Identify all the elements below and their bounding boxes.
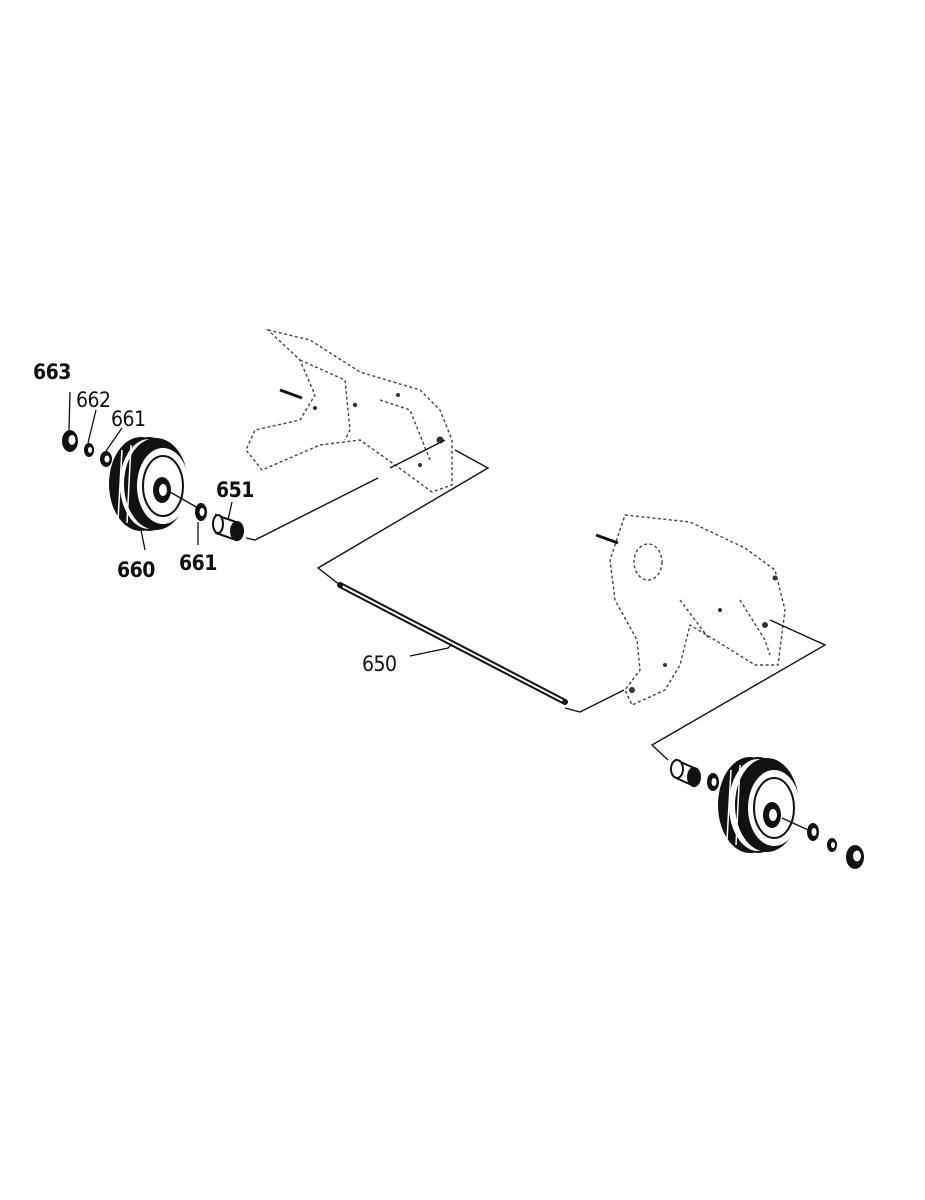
washer-icon bbox=[195, 503, 207, 521]
left-frame-bracket bbox=[245, 328, 453, 493]
bushing-icon bbox=[212, 513, 244, 542]
right-frame-bracket bbox=[595, 514, 786, 706]
part-label-660: 660 bbox=[117, 558, 155, 582]
label-leaders bbox=[68, 391, 453, 657]
wheel-icon bbox=[109, 437, 189, 531]
nut-icon bbox=[62, 430, 78, 452]
wheel-icon bbox=[718, 757, 800, 853]
washer-icon bbox=[807, 823, 819, 841]
washer-icon bbox=[84, 443, 94, 457]
part-label-661-outer: 661 bbox=[111, 407, 146, 431]
washer-icon bbox=[707, 773, 719, 791]
washer-icon bbox=[827, 838, 837, 852]
left-wheel-assembly bbox=[62, 430, 244, 542]
assembly-lines bbox=[245, 439, 827, 761]
part-label-663: 663 bbox=[33, 360, 71, 384]
part-label-661-inner: 661 bbox=[179, 551, 217, 575]
washer-icon bbox=[100, 451, 112, 467]
axle-rod bbox=[337, 582, 568, 705]
part-label-651: 651 bbox=[216, 478, 254, 502]
nut-icon bbox=[846, 845, 864, 869]
bushing-icon bbox=[670, 758, 701, 788]
part-label-650: 650 bbox=[362, 652, 397, 676]
part-label-662: 662 bbox=[76, 388, 111, 412]
right-wheel-assembly bbox=[670, 757, 864, 869]
